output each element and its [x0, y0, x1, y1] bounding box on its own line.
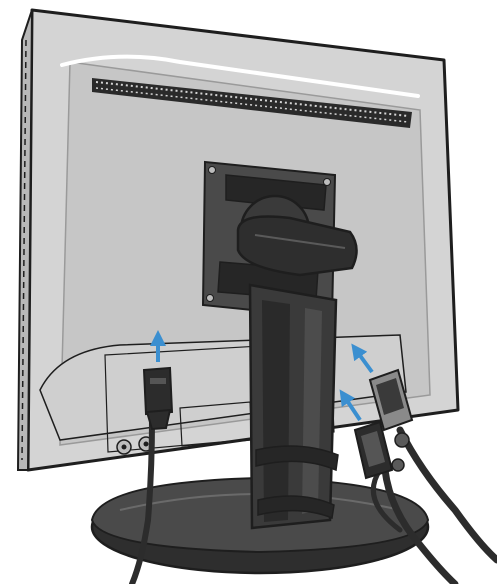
video-cables	[373, 430, 497, 584]
